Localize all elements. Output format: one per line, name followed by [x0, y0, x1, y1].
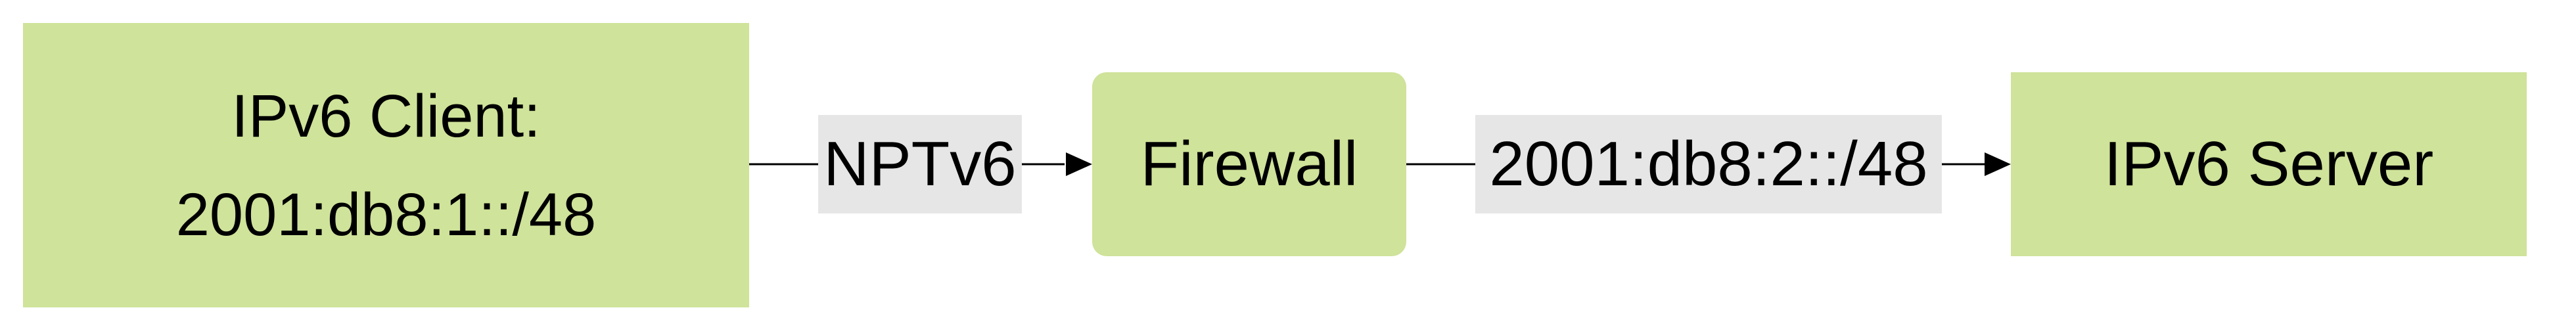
edge-label-nptv6: NPTv6	[818, 115, 1022, 213]
arrowhead-firewall	[1066, 152, 1092, 176]
node-ipv6-server: IPv6 Server	[2011, 72, 2527, 256]
node-firewall: Firewall	[1092, 72, 1406, 256]
node-ipv6-client: IPv6 Client: 2001:db8:1::/48	[23, 23, 749, 307]
edge-label-server-prefix: 2001:db8:2::/48	[1475, 115, 1942, 213]
firewall-label: Firewall	[1140, 129, 1358, 199]
arrowhead-server	[1985, 152, 2011, 176]
server-label: IPv6 Server	[2104, 129, 2434, 199]
client-prefix: 2001:db8:1::/48	[175, 181, 597, 248]
client-title: IPv6 Client:	[231, 82, 541, 150]
